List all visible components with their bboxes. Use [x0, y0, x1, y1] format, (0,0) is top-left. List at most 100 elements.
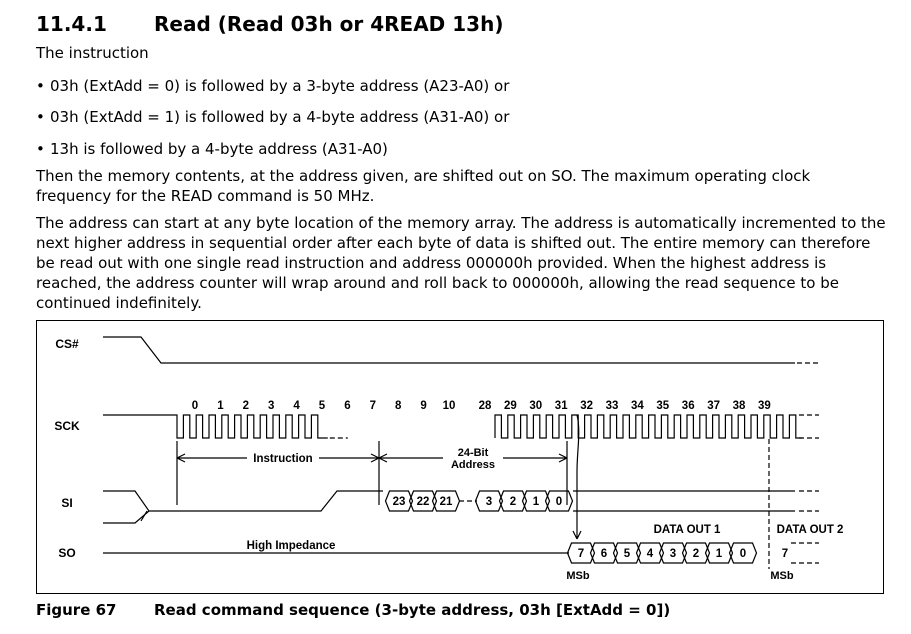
- clock-number: 5: [319, 400, 326, 412]
- bullet-item: • 03h (ExtAdd = 1) is followed by a 4-byt…: [36, 107, 509, 127]
- bullet-text: 13h is followed by a 4-byte address (A31…: [50, 140, 388, 158]
- span-markers: [176, 441, 568, 505]
- clock-number: 37: [707, 400, 720, 412]
- si-address-bit: 1: [533, 496, 540, 508]
- si-instruction: [149, 490, 383, 512]
- clock-number: 30: [529, 400, 542, 412]
- address-arrow-left: [378, 453, 443, 463]
- msb-label-2: MSb: [770, 570, 794, 582]
- si-address-cell: [384, 490, 414, 512]
- signal-label-so: SO: [58, 546, 75, 560]
- si-continuation: [799, 490, 819, 512]
- si-address-cell: [474, 490, 504, 512]
- si-tick: [140, 510, 148, 522]
- clock-number: 1: [217, 400, 224, 412]
- signal-label-sck: SCK: [54, 419, 80, 433]
- address-arrow-right: [503, 453, 568, 463]
- bullet-dot: •: [36, 77, 45, 95]
- clock-number: 2: [243, 400, 249, 412]
- si-address-cell: [544, 490, 574, 512]
- high-impedance-label: High Impedance: [247, 540, 336, 552]
- intro-text: The instruction: [36, 44, 149, 62]
- instruction-label: Instruction: [253, 453, 312, 465]
- bullet-text: 03h (ExtAdd = 0) is followed by a 3-byte…: [50, 77, 510, 95]
- data-out-1-label: DATA OUT 1: [654, 524, 721, 536]
- address-label-line1: 24-Bit: [458, 447, 489, 459]
- bullet-dot: •: [36, 108, 45, 126]
- clock-number: 34: [631, 400, 644, 412]
- clock-number: 3: [268, 400, 274, 412]
- clock-number: 4: [293, 400, 300, 412]
- section-number: 11.4.1: [36, 12, 107, 36]
- si-address-bit: 3: [486, 496, 492, 508]
- si-address-bit: 2: [510, 496, 516, 508]
- so-next-bit: 7: [782, 548, 788, 560]
- so-data-cell: [728, 542, 758, 564]
- si-address-bit: 23: [393, 496, 406, 508]
- so-data-bit: 0: [740, 548, 746, 560]
- so-data-cell: [589, 542, 619, 564]
- section-title: Read (Read 03h or 4READ 13h): [154, 12, 504, 36]
- clock-number: 6: [344, 400, 350, 412]
- waveform-lines: [103, 336, 803, 564]
- clock-number: 10: [443, 400, 456, 412]
- clock-to-output-arrow: [572, 414, 582, 540]
- so-data-bit: 2: [693, 548, 699, 560]
- bullet-item: • 13h is followed by a 4-byte address (A3…: [36, 139, 388, 159]
- cs-waveform: [103, 336, 795, 364]
- clock-number: 9: [420, 400, 426, 412]
- clock-number: 7: [370, 400, 376, 412]
- so-data-cell: [566, 542, 596, 564]
- clock-number: 31: [555, 400, 568, 412]
- si-after: [573, 490, 795, 512]
- paragraph-frequency: Then the memory contents, at the address…: [36, 167, 811, 205]
- msb-label-1: MSb: [566, 570, 590, 582]
- address-label-line2: Address: [451, 459, 495, 471]
- so-data-bit: 1: [716, 548, 723, 560]
- si-address-cell: [408, 490, 438, 512]
- waveform-dashed-lines: [329, 362, 819, 569]
- section-heading: 11.4.1 Read (Read 03h or 4READ 13h): [36, 12, 503, 36]
- clock-number: 8: [395, 400, 402, 412]
- bullet-text: 03h (ExtAdd = 1) is followed by a 4-byte…: [50, 108, 510, 126]
- signal-label-cs: CS#: [55, 337, 79, 351]
- so-data-bit: 7: [578, 548, 584, 560]
- si-address-cell: [521, 490, 551, 512]
- clock-number: 35: [656, 400, 669, 412]
- so-continuation: [791, 542, 819, 564]
- figure-caption: Figure 67 Read command sequence (3-byte a…: [36, 601, 670, 619]
- so-data-bit: 6: [601, 548, 607, 560]
- so-data-bit: 4: [647, 548, 654, 560]
- so-data-cell: [635, 542, 665, 564]
- clock-number: 0: [192, 400, 198, 412]
- sck-waveform-second: [494, 414, 803, 439]
- figure-label: Figure 67: [36, 601, 117, 619]
- clock-number: 33: [606, 400, 619, 412]
- so-data-cell: [658, 542, 688, 564]
- clock-number: 38: [733, 400, 746, 412]
- sck-continuation: [799, 414, 819, 439]
- si-address-cell: [498, 490, 528, 512]
- si-address-bit: 0: [556, 496, 562, 508]
- so-data-cell: [681, 542, 711, 564]
- si-address-bit: 22: [417, 496, 430, 508]
- so-data-bit: 3: [670, 548, 676, 560]
- so-data-bit: 5: [624, 548, 631, 560]
- si-address-bit: 21: [440, 496, 453, 508]
- clock-number: 29: [504, 400, 517, 412]
- paragraph-address-increment: The address can start at any byte locati…: [36, 214, 886, 312]
- signal-label-si: SI: [61, 496, 72, 510]
- figure-title: Read command sequence (3-byte address, 0…: [154, 601, 671, 619]
- so-data-cell: [704, 542, 734, 564]
- bullet-dot: •: [36, 140, 45, 158]
- clock-number: 39: [758, 400, 771, 412]
- clock-number: 28: [479, 400, 492, 412]
- clock-number: 36: [682, 400, 695, 412]
- instruction-arrow-right: [319, 453, 380, 463]
- sck-waveform-first: [103, 414, 328, 439]
- bullet-item: • 03h (ExtAdd = 0) is followed by a 3-byt…: [36, 76, 509, 96]
